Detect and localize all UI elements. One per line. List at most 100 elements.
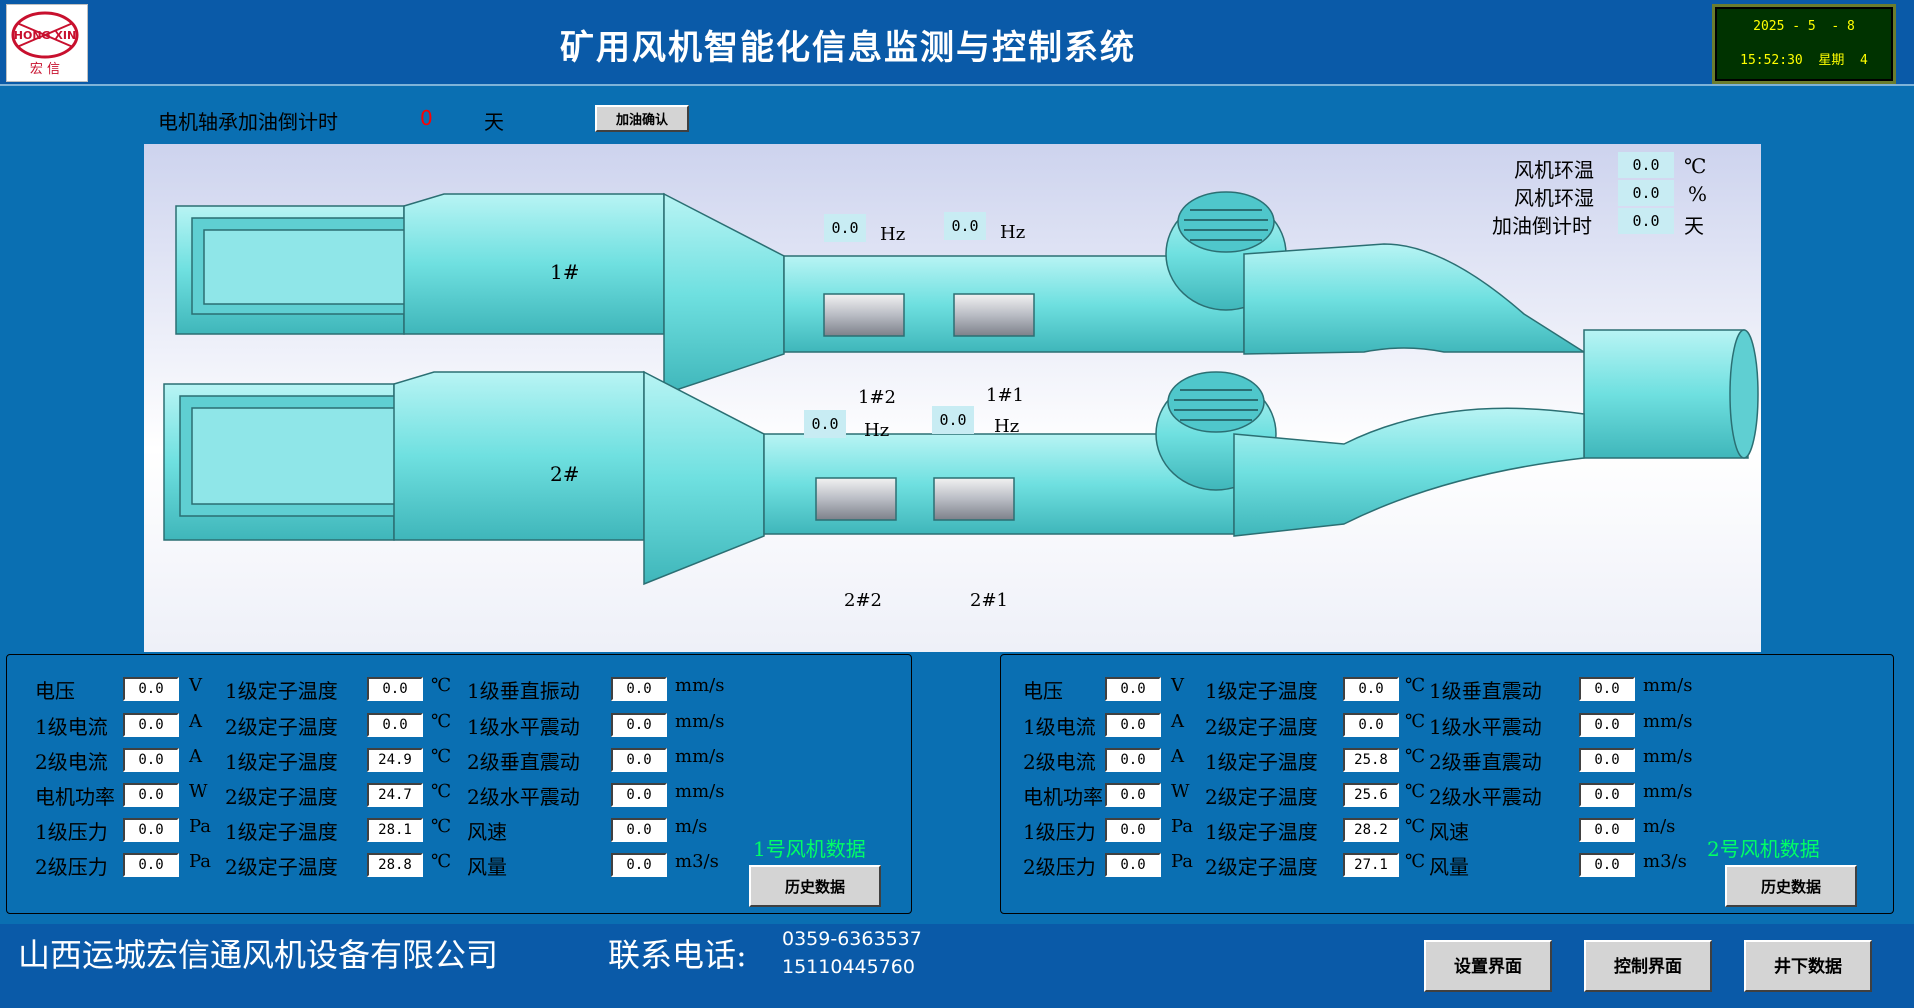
fan-2-label: 2#	[550, 462, 580, 486]
panel1-col3-unit: m3/s	[675, 851, 719, 872]
fan-1-label: 1#	[550, 260, 580, 284]
motor-label-2-1: 2#1	[970, 590, 1008, 611]
panel2-col2-label: 1级定子温度	[1205, 750, 1318, 774]
panel1-col2-unit: ℃	[431, 816, 452, 837]
panel1-col3-label: 风速	[467, 820, 507, 844]
freq-unit-1-1: Hz	[1000, 222, 1026, 243]
panel1-col2-value: 28.8	[367, 853, 423, 877]
panel2-col3-unit: mm/s	[1643, 781, 1693, 802]
panel1-col1-unit: A	[189, 746, 202, 767]
panel1-col2-unit: ℃	[431, 746, 452, 767]
panel1-col3-label: 风量	[467, 855, 507, 879]
panel1-col3-unit: mm/s	[675, 746, 725, 767]
panel2-col2-unit: ℃	[1405, 781, 1426, 802]
panel2-col3-value: 0.0	[1579, 713, 1635, 737]
panel1-col3-value: 0.0	[611, 748, 667, 772]
panel2-col1-label: 1级电流	[1023, 715, 1096, 739]
panel2-col2-label: 2级定子温度	[1205, 715, 1318, 739]
panel1-col1-label: 1级电流	[35, 715, 108, 739]
panel1-col1-label: 1级压力	[35, 820, 108, 844]
env-oil-countdown-value: 0.0	[1618, 208, 1674, 234]
panel1-col3-value: 0.0	[611, 783, 667, 807]
company-logo: HONG XIN 宏 信	[6, 4, 88, 82]
panel2-col1-label: 电压	[1023, 679, 1063, 703]
intake-grille	[1174, 209, 1268, 421]
panel2-col1-value: 0.0	[1105, 783, 1161, 807]
panel2-col2-unit: ℃	[1405, 816, 1426, 837]
panel2-col1-label: 1级压力	[1023, 820, 1096, 844]
panel1-col1-unit: W	[189, 781, 208, 802]
panel2-col1-unit: A	[1171, 746, 1184, 767]
panel2-col3-value: 0.0	[1579, 677, 1635, 701]
panel2-col3-unit: mm/s	[1643, 675, 1693, 696]
panel2-col3-unit: mm/s	[1643, 746, 1693, 767]
panel2-col2-value: 28.2	[1343, 818, 1399, 842]
fan-diagram-drawing	[163, 191, 1759, 586]
control-screen-button[interactable]: 控制界面	[1584, 940, 1712, 992]
panel1-col2-unit: ℃	[431, 675, 452, 696]
panel2-col3-unit: m/s	[1643, 816, 1676, 837]
outlet-duct	[1583, 329, 1759, 459]
env-temp-unit: ℃	[1684, 154, 1707, 178]
panel2-col3-unit: mm/s	[1643, 711, 1693, 732]
panel1-col3-value: 0.0	[611, 713, 667, 737]
panel2-col1-unit: Pa	[1171, 851, 1194, 872]
panel1-col3-value: 0.0	[611, 677, 667, 701]
panel2-col3-value: 0.0	[1579, 783, 1635, 807]
panel1-col1-unit: Pa	[189, 851, 212, 872]
panel1-col2-unit: ℃	[431, 781, 452, 802]
panel2-col1-unit: Pa	[1171, 816, 1194, 837]
settings-screen-button[interactable]: 设置界面	[1424, 940, 1552, 992]
panel1-col1-unit: A	[189, 711, 202, 732]
panel1-col2-unit: ℃	[431, 851, 452, 872]
panel2-col3-label: 1级水平震动	[1429, 715, 1542, 739]
panel1-col2-value: 0.0	[367, 713, 423, 737]
oil-confirm-button[interactable]: 加油确认	[595, 105, 689, 132]
freq-unit-2-2: Hz	[864, 420, 890, 441]
freq-unit-1-2: Hz	[880, 224, 906, 245]
panel2-col2-value: 0.0	[1343, 713, 1399, 737]
panel2-col1-value: 0.0	[1105, 748, 1161, 772]
panel1-col3-unit: mm/s	[675, 781, 725, 802]
panel1-col2-label: 1级定子温度	[225, 679, 338, 703]
header-bar	[0, 0, 1914, 86]
logo-text-bottom: 宏 信	[30, 62, 60, 77]
company-name: 山西运城宏信通风机设备有限公司	[18, 936, 499, 974]
motor-label-1-2: 1#2	[858, 387, 896, 408]
panel1-col2-value: 24.7	[367, 783, 423, 807]
panel1-col2-label: 1级定子温度	[225, 750, 338, 774]
panel2-col1-unit: V	[1171, 675, 1184, 696]
panel1-col1-label: 2级压力	[35, 855, 108, 879]
panel2-col1-value: 0.0	[1105, 853, 1161, 877]
underground-data-button[interactable]: 井下数据	[1744, 940, 1872, 992]
fan-1-history-button[interactable]: 历史数据	[749, 865, 881, 907]
panel2-col3-value: 0.0	[1579, 748, 1635, 772]
clock-display: 2025 - 5 - 8 15:52:30 星期 4	[1712, 4, 1896, 84]
panel1-col1-value: 0.0	[123, 748, 179, 772]
panel2-col2-label: 2级定子温度	[1205, 785, 1318, 809]
fan-2-history-button[interactable]: 历史数据	[1725, 865, 1857, 907]
panel2-col1-label: 2级电流	[1023, 750, 1096, 774]
page-title: 矿用风机智能化信息监测与控制系统	[560, 28, 1136, 68]
fan-diagram: 1# 2# 1#2 1#1 2#2 2#1 0.0 Hz 0.0 Hz 0.0 …	[144, 144, 1761, 652]
env-humidity-label: 风机环湿	[1514, 186, 1594, 210]
panel1-col3-label: 2级水平震动	[467, 785, 580, 809]
panel2-col3-label: 风速	[1429, 820, 1469, 844]
panel1-col1-value: 0.0	[123, 853, 179, 877]
panel1-col1-label: 电压	[35, 679, 75, 703]
panel1-col3-label: 2级垂直震动	[467, 750, 580, 774]
env-temp-label: 风机环温	[1514, 158, 1594, 182]
fan-1-panel-title: 1号风机数据	[753, 837, 866, 861]
panel2-col3-label: 2级垂直震动	[1429, 750, 1542, 774]
fan-2-panel-title: 2号风机数据	[1707, 837, 1820, 861]
panel2-col2-unit: ℃	[1405, 711, 1426, 732]
env-humidity-value: 0.0	[1618, 180, 1674, 206]
logo-emblem-icon: HONG XIN 宏 信	[11, 11, 79, 77]
phone-number-2: 15110445760	[782, 956, 915, 978]
panel1-col3-label: 1级水平震动	[467, 715, 580, 739]
panel2-col3-unit: m3/s	[1643, 851, 1687, 872]
panel1-col1-unit: V	[189, 675, 202, 696]
